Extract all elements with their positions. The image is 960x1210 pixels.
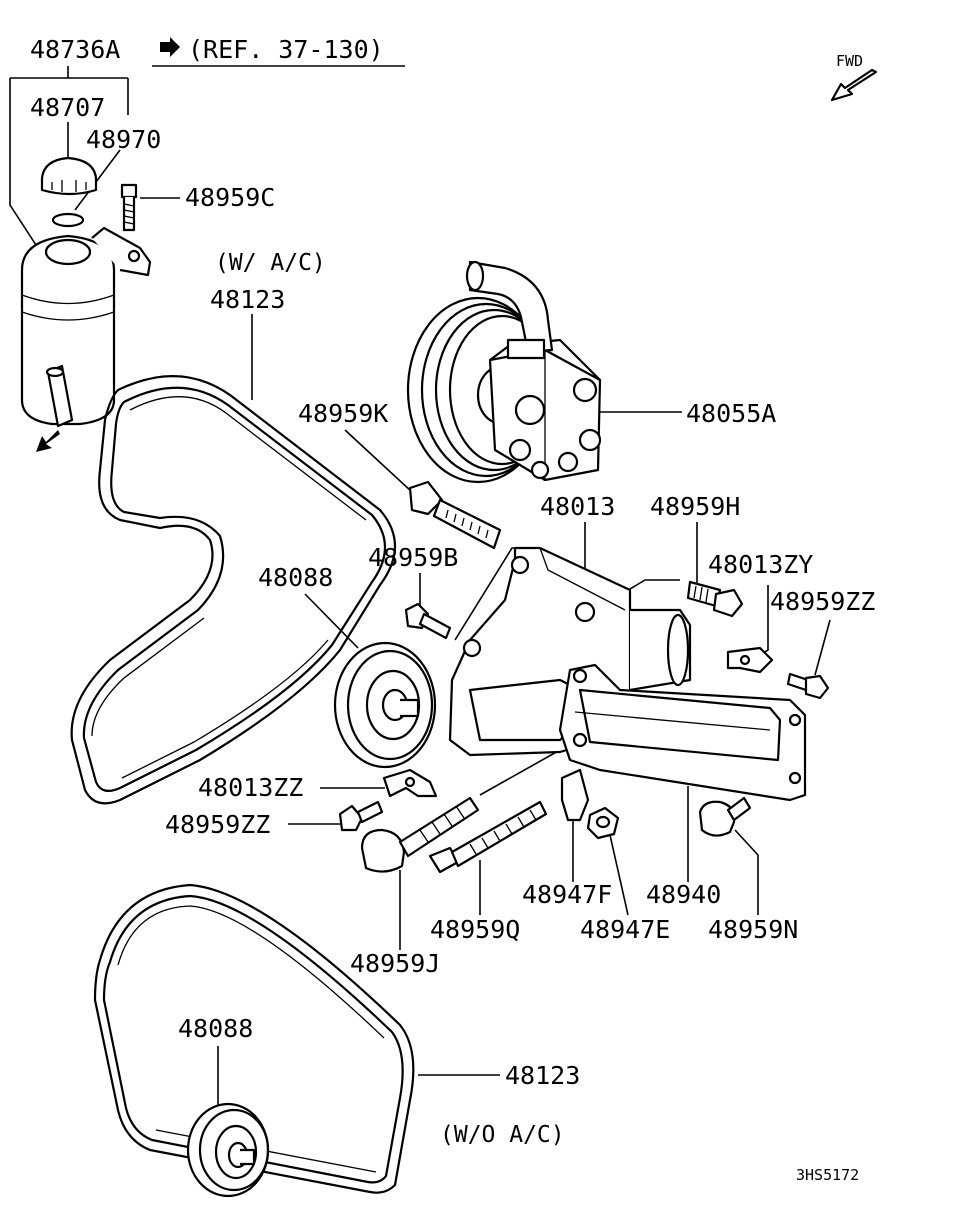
label-without-ac: (W/O A/C) [440, 1122, 565, 1148]
bracket-48940[interactable] [558, 663, 807, 802]
label-48088-bottom[interactable]: 48088 [178, 1014, 253, 1043]
label-48959N[interactable]: 48959N [708, 915, 798, 944]
label-48055A[interactable]: 48055A [686, 399, 776, 428]
bolt-48959ZZ-left[interactable] [338, 800, 384, 832]
label-48947F[interactable]: 48947F [522, 880, 612, 909]
label-48940[interactable]: 48940 [646, 880, 721, 909]
label-48947E[interactable]: 48947E [580, 915, 670, 944]
label-48959J[interactable]: 48959J [350, 949, 440, 978]
label-48959K[interactable]: 48959K [298, 399, 388, 428]
bolt-48959N[interactable] [698, 796, 752, 837]
bolt-48959C[interactable] [120, 183, 138, 232]
label-48013[interactable]: 48013 [540, 492, 615, 521]
label-48970[interactable]: 48970 [86, 125, 161, 154]
label-group: 48736A (REF. 37-130) 48707 48970 48959C … [30, 35, 875, 1184]
label-with-ac: (W/ A/C) [215, 250, 326, 276]
label-48736A[interactable]: 48736A [30, 35, 120, 64]
label-48707[interactable]: 48707 [30, 93, 105, 122]
label-48959Q[interactable]: 48959Q [430, 915, 520, 944]
label-48013ZY[interactable]: 48013ZY [708, 550, 813, 579]
label-ref[interactable]: (REF. 37-130) [188, 35, 384, 64]
power-steering-pump[interactable] [406, 260, 602, 484]
label-48959C[interactable]: 48959C [185, 183, 275, 212]
bolt-48959J[interactable] [360, 796, 480, 873]
nut-48947E[interactable] [586, 806, 620, 840]
label-48123-bottom[interactable]: 48123 [505, 1061, 580, 1090]
label-48959ZZ-left[interactable]: 48959ZZ [165, 810, 270, 839]
label-48959ZZ-right[interactable]: 48959ZZ [770, 587, 875, 616]
drive-belt-with-ac[interactable] [70, 375, 397, 805]
ref-arrow-icon [160, 37, 180, 57]
bolt-48959K[interactable] [408, 480, 502, 550]
flow-arrow-icon [36, 430, 60, 452]
bolt-48959H[interactable] [686, 580, 744, 618]
diagram-code: 3HS5172 [796, 1166, 859, 1184]
label-48088-top[interactable]: 48088 [258, 563, 333, 592]
bolt-48959Q[interactable] [428, 800, 548, 874]
clip-48947F[interactable] [560, 768, 590, 822]
label-48013ZZ[interactable]: 48013ZZ [198, 773, 303, 802]
label-fwd: FWD [836, 52, 863, 70]
idler-pulley-top[interactable] [333, 641, 437, 769]
bolt-48959ZZ-right[interactable] [786, 672, 830, 700]
bolt-48959B[interactable] [404, 602, 452, 640]
label-48959H[interactable]: 48959H [650, 492, 740, 521]
clip-48013ZY[interactable] [726, 646, 774, 674]
idler-pulley-bottom[interactable] [186, 1102, 270, 1198]
leader-lines [9, 66, 831, 1120]
fwd-arrow-icon [830, 68, 878, 102]
clip-48013ZZ[interactable] [382, 768, 438, 798]
reservoir-tank[interactable] [20, 156, 152, 428]
label-48123-top[interactable]: 48123 [210, 285, 285, 314]
